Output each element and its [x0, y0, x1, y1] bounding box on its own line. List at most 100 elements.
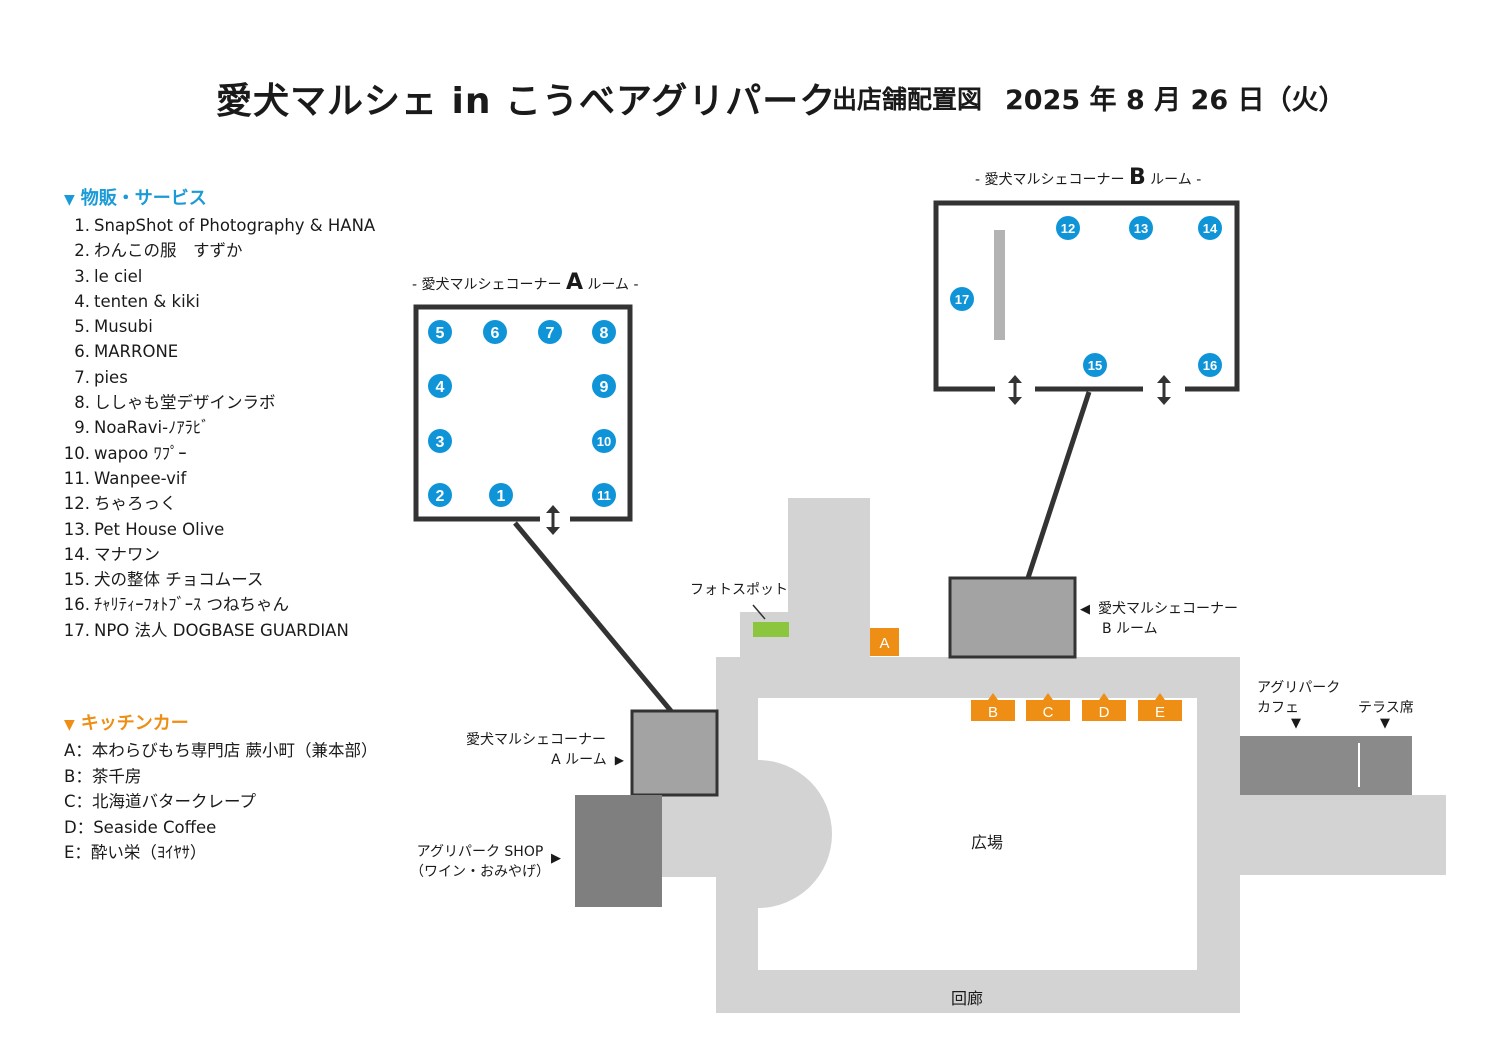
list-item: 12.ちゃろっく: [62, 491, 375, 516]
booth-number: 13: [1134, 221, 1148, 236]
caption-text: - 愛犬マルシェコーナー: [412, 277, 566, 293]
list-item: 11.Wanpee-vif: [62, 466, 375, 491]
vendor-name: pies: [94, 367, 128, 387]
booth-number: 3: [436, 434, 445, 451]
list-item: 6.MARRONE: [62, 339, 375, 364]
pointer-line: [752, 604, 766, 620]
plaza-area: [758, 698, 1197, 970]
booth-8: 8: [592, 320, 616, 344]
booth-4: 4: [428, 374, 452, 398]
booth-12: 12: [1056, 216, 1080, 240]
booth-number: 1: [497, 488, 506, 505]
vendor-name: Wanpee-vif: [94, 468, 187, 488]
vendor-number: 6.: [74, 342, 90, 362]
caption-letter: A: [565, 270, 583, 295]
triangle-right-icon: ▶: [551, 851, 561, 866]
triangle-right-icon: ▶: [614, 753, 624, 767]
vendor-name: ﾁｬﾘﾃｨｰﾌｫﾄﾌﾞｰｽ つねちゃん: [94, 595, 289, 615]
room-a-map-label: 愛犬マルシェコーナー A ルーム▶: [466, 729, 624, 769]
list-item: E：酔い栄（ﾖｲﾔｻ）: [64, 843, 207, 862]
kitchen-marker-a: A: [870, 628, 899, 656]
vendor-number: 5.: [74, 317, 90, 337]
list-item: 5.Musubi: [62, 314, 375, 339]
photo-spot-label: フォトスポット: [690, 582, 788, 598]
room-b-enclosure: [933, 200, 1240, 392]
vendor-number: 2.: [74, 241, 90, 261]
room-b-map-label: ◀愛犬マルシェコーナー B ルーム: [1080, 598, 1238, 638]
kitchen-marker-b: B: [971, 693, 1015, 721]
booth-number: 5: [436, 325, 445, 342]
booth-number: 4: [436, 379, 445, 396]
room-a-enclosure: [413, 304, 633, 522]
event-date: 2025 年 8 月 26 日（火）: [1005, 85, 1346, 116]
vendor-name: tenten & kiki: [94, 291, 200, 311]
list-item: 15.犬の整体 チョコムース: [62, 567, 375, 592]
booth-2: 2: [428, 483, 452, 507]
vendor-number: 1.: [74, 216, 90, 235]
cafe-label-line1: アグリパーク: [1257, 680, 1341, 696]
caption-text: - 愛犬マルシェコーナー: [975, 172, 1129, 188]
goods-heading: ▼ 物販・サービス: [64, 184, 207, 210]
shop-map-label: アグリパーク SHOP （ワイン・おみやげ）: [405, 841, 555, 881]
booth-11: 11: [592, 483, 616, 507]
vendor-name: NoaRavi-ﾉｱﾗﾋﾞ: [94, 418, 210, 438]
booth-number: 17: [955, 292, 969, 307]
vendor-name: le ciel: [94, 266, 143, 286]
triangle-down-icon: ▼: [64, 192, 75, 208]
plaza-label: 広場: [971, 833, 1004, 852]
list-item: A：本わらびもち専門店 蕨小町（兼本部）: [64, 741, 378, 760]
vendor-number: 4.: [74, 291, 90, 311]
room-a-label-line2: A ルーム: [551, 752, 607, 768]
booth-9: 9: [592, 374, 616, 398]
list-item: 7.pies: [62, 365, 375, 390]
booth-13: 13: [1129, 216, 1153, 240]
booth-14: 14: [1198, 216, 1222, 240]
room-b-building: [948, 576, 1077, 659]
vendor-number: 17.: [63, 620, 90, 640]
kitchen-marker-e: E: [1138, 693, 1182, 721]
kitchen-marker-label: A: [879, 635, 889, 652]
room-b-connector: [1025, 391, 1092, 579]
vendor-number: 16.: [63, 595, 90, 615]
vendor-name: MARRONE: [94, 342, 179, 362]
booth-16: 16: [1198, 353, 1222, 377]
goods-heading-label: 物販・サービス: [80, 188, 207, 209]
booth-6: 6: [483, 320, 507, 344]
vendor-list: 1.SnapShot of Photography & HANA 2.わんこの服…: [62, 213, 375, 643]
kitchen-marker-label: E: [1155, 704, 1165, 721]
vendor-number: 3.: [74, 266, 90, 286]
booth-number: 2: [436, 488, 445, 505]
vendor-name: 犬の整体 チョコムース: [94, 570, 264, 590]
shop-label-line1: アグリパーク SHOP: [416, 844, 544, 860]
corridor-label: 回廊: [951, 989, 984, 1008]
list-item: 10.wapoo ﾜﾌﾟｰ: [62, 441, 375, 466]
caption-letter: B: [1128, 165, 1146, 190]
kitchen-heading: ▼キッチンカー: [64, 709, 189, 735]
vendor-number: 10.: [63, 443, 90, 463]
cafe-map-label: アグリパーク カフェ: [1257, 677, 1342, 717]
vendor-number: 11.: [63, 468, 90, 488]
triangle-down-icon: ▼: [64, 717, 75, 733]
vendor-number: 14.: [63, 544, 90, 564]
list-item: 8.ししゃも堂デザインラボ: [62, 390, 375, 415]
shop-building: [575, 795, 662, 907]
kitchen-marker-label: B: [988, 704, 998, 721]
list-item: D：Seaside Coffee: [64, 817, 217, 837]
list-item: 13.Pet House Olive: [62, 517, 375, 542]
booth-15: 15: [1083, 353, 1107, 377]
kitchen-marker-c: C: [1026, 693, 1070, 721]
room-b-label-line1: 愛犬マルシェコーナー: [1098, 601, 1238, 617]
list-item: 17.NPO 法人 DOGBASE GUARDIAN: [62, 618, 375, 643]
list-item: 14.マナワン: [62, 542, 375, 567]
vendor-name: Pet House Olive: [94, 519, 225, 539]
room-b-caption: - 愛犬マルシェコーナー B ルーム -: [975, 165, 1201, 190]
list-item: 16.ﾁｬﾘﾃｨｰﾌｫﾄﾌﾞｰｽ つねちゃん: [62, 592, 375, 617]
vendor-name: ちゃろっく: [94, 494, 177, 514]
triangle-left-icon: ◀: [1080, 602, 1090, 617]
list-item: C：北海道バタークレープ: [64, 792, 257, 811]
list-item: 1.SnapShot of Photography & HANA: [62, 213, 375, 238]
vendor-name: マナワン: [94, 544, 160, 564]
booth-number: 8: [600, 325, 609, 342]
vendor-number: 8.: [74, 393, 90, 413]
triangle-down-icon: ▼: [1380, 716, 1390, 731]
